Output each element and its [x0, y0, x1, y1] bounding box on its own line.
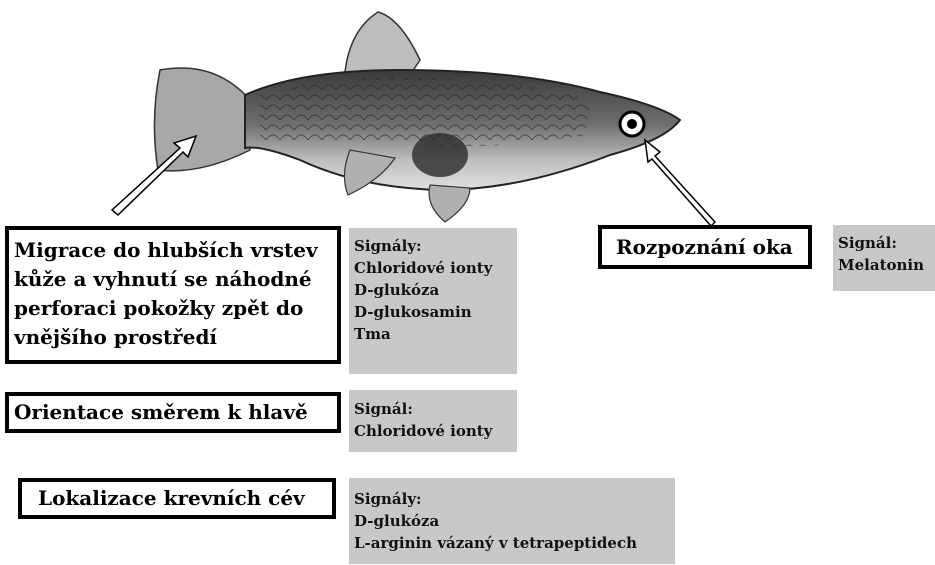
signal-item: Chloridové ionty [354, 257, 517, 279]
vessels-box: Lokalizace krevních cév [18, 478, 336, 519]
vessels-signals: Signály: D-glukóza L-arginin vázaný v te… [349, 478, 675, 564]
eye-label: Rozpoznání oka [616, 233, 808, 262]
signal-item: Melatonin [838, 254, 935, 276]
orientation-signals: Signál: Chloridové ionty [349, 390, 517, 452]
arrow-eye [645, 140, 715, 226]
eye-box: Rozpoznání oka [598, 225, 812, 269]
migration-line-3: perforaci pokožky zpět do [14, 294, 337, 323]
migration-line-2: kůže a vyhnutí se náhodné [14, 265, 337, 294]
signal-heading: Signály: [354, 488, 675, 510]
tail-fin [154, 68, 250, 171]
signal-item: Tma [354, 323, 517, 345]
signal-heading: Signál: [838, 232, 935, 254]
orientation-box: Orientace směrem k hlavě [5, 392, 341, 433]
signal-item: L-arginin vázaný v tetrapeptidech [354, 532, 675, 554]
signal-heading: Signál: [354, 398, 517, 420]
eye-signals: Signál: Melatonin [833, 225, 935, 291]
migration-signals: Signály: Chloridové ionty D-glukóza D-gl… [349, 228, 517, 374]
dorsal-fin [345, 12, 420, 75]
signal-item: D-glukóza [354, 510, 675, 532]
vessels-label: Lokalizace krevních cév [38, 484, 332, 513]
signal-item: Chloridové ionty [354, 420, 517, 442]
signal-item: D-glukosamin [354, 301, 517, 323]
migration-line-4: vnějšího prostředí [14, 323, 337, 352]
migration-box: Migrace do hlubších vrstev kůže a vyhnut… [5, 226, 341, 364]
signal-heading: Signály: [354, 235, 517, 257]
signal-item: D-glukóza [354, 279, 517, 301]
migration-line-1: Migrace do hlubších vrstev [14, 236, 337, 265]
pelvic-fin [429, 185, 470, 222]
arrow-tail [112, 136, 196, 215]
orientation-label: Orientace směrem k hlavě [14, 398, 337, 427]
